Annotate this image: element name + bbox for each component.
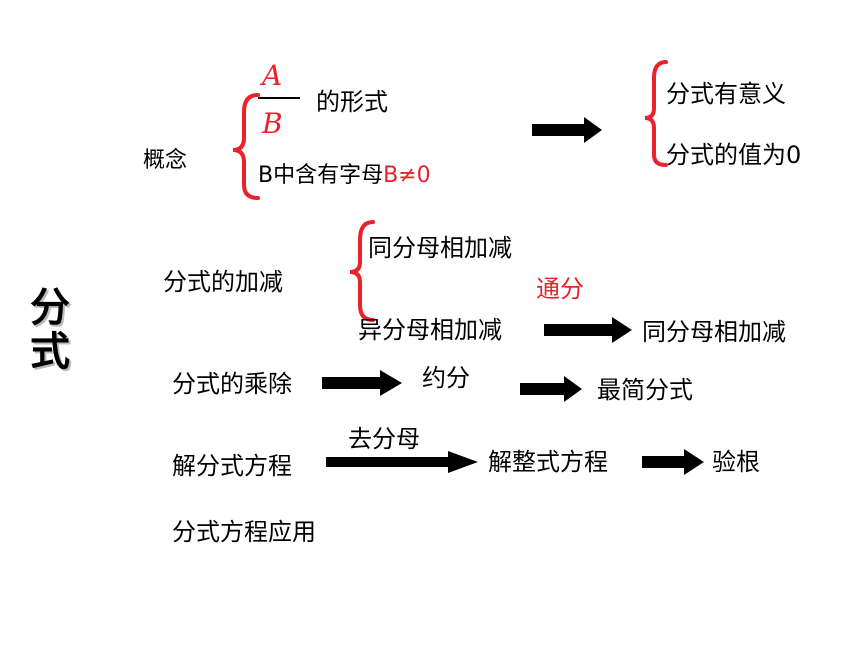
concept-brace: [232, 93, 260, 200]
muldiv-result: 最简分式: [597, 376, 693, 404]
equation-label: 解分式方程: [172, 452, 292, 480]
diff-denominator: 异分母相加减: [358, 316, 502, 344]
arrow-equation-2: [642, 449, 704, 475]
muldiv-step: 约分: [422, 364, 470, 392]
muldiv-label: 分式的乘除: [172, 370, 292, 398]
method-tongfen: 通分: [536, 275, 584, 303]
fraction-numerator: A: [262, 59, 283, 92]
equation-method: 去分母: [348, 425, 420, 453]
addsub-brace: [349, 220, 375, 322]
form-text: 的形式: [316, 88, 388, 116]
result-zero: 分式的值为0: [666, 141, 802, 169]
equation-result: 验根: [712, 448, 760, 476]
result-brace: [644, 60, 668, 167]
same-denominator: 同分母相加减: [368, 234, 512, 262]
addsub-result: 同分母相加减: [642, 318, 786, 346]
arrow-tongfen: [544, 317, 632, 343]
equation-step: 解整式方程: [488, 448, 608, 476]
page-title: 分式: [30, 285, 70, 375]
addsub-label: 分式的加减: [163, 268, 283, 296]
result-meaningful: 分式有意义: [666, 80, 786, 108]
arrow-muldiv-1: [322, 370, 402, 396]
fraction-denominator: B: [262, 107, 283, 140]
condition-red: B≠0: [383, 163, 431, 188]
arrow-concept: [532, 117, 602, 143]
condition-prefix: B中含有字母: [258, 163, 384, 188]
arrow-equation-1: [326, 451, 478, 473]
application-label: 分式方程应用: [172, 518, 316, 546]
condition-text: B中含有字母B≠0: [258, 165, 431, 187]
arrow-muldiv-2: [520, 376, 582, 402]
concept-label: 概念: [143, 148, 188, 173]
